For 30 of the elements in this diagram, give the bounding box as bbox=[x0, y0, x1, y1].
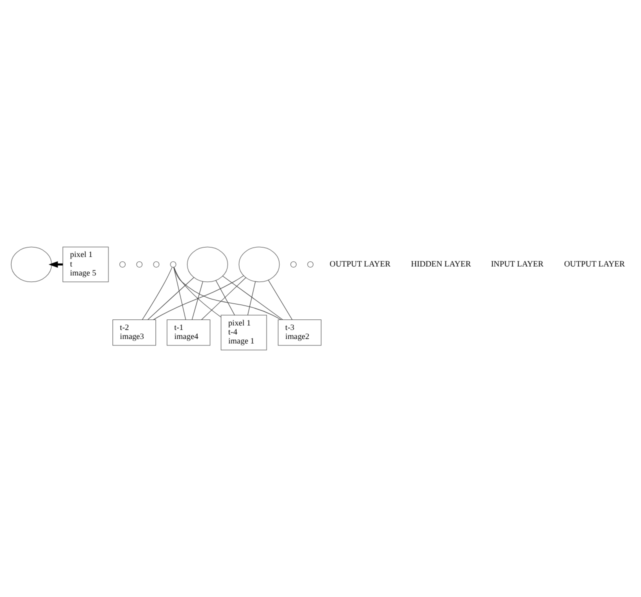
label: INPUT LAYER bbox=[490, 259, 544, 268]
connector bbox=[216, 280, 235, 316]
connector bbox=[173, 267, 186, 320]
node-circle bbox=[290, 261, 297, 268]
node-circle bbox=[136, 261, 142, 268]
connector bbox=[148, 277, 194, 320]
node-circle bbox=[170, 261, 176, 268]
node-circle bbox=[307, 261, 314, 268]
node-box: t-1 image4 bbox=[166, 320, 210, 346]
connector bbox=[174, 267, 222, 318]
node-box: pixel 1 t image 5 bbox=[62, 246, 109, 282]
connector bbox=[153, 275, 244, 320]
node-circle bbox=[119, 261, 126, 268]
label: OUTPUT LAYER bbox=[330, 259, 390, 268]
node-circle bbox=[153, 261, 160, 268]
connector bbox=[222, 276, 283, 320]
node-circle bbox=[187, 246, 228, 282]
connector bbox=[174, 267, 282, 320]
label: OUTPUT LAYER bbox=[564, 259, 625, 268]
connector bbox=[192, 281, 204, 320]
node-box: t-3 image2 bbox=[278, 320, 322, 346]
connector bbox=[142, 266, 172, 320]
connector bbox=[201, 277, 246, 320]
node-circle bbox=[238, 246, 280, 282]
node-box: t-2 image3 bbox=[112, 320, 156, 346]
label: HIDDEN LAYER bbox=[410, 259, 471, 268]
node-circle bbox=[10, 246, 52, 282]
connector bbox=[268, 280, 292, 320]
node-box: pixel 1 t-4 image 1 bbox=[220, 314, 267, 350]
connector bbox=[247, 281, 256, 316]
